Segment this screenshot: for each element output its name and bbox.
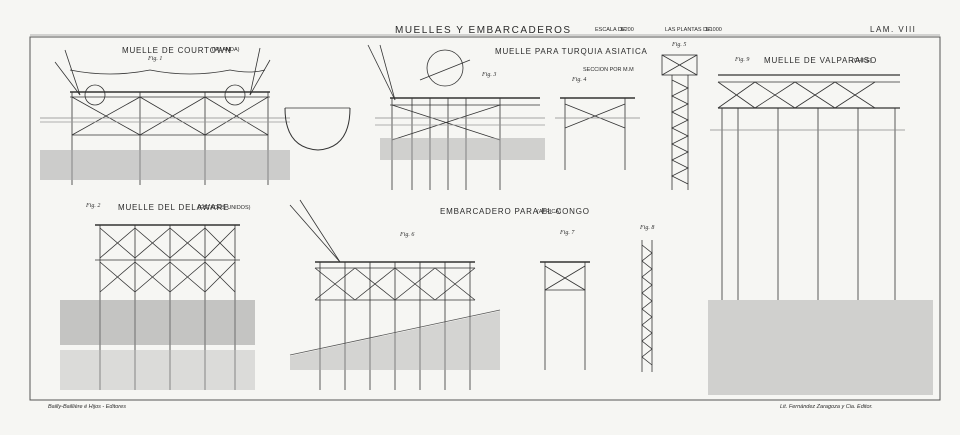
valparaiso-seabed [708, 300, 933, 395]
delaware-title: MUELLE DEL DELAWARE [118, 203, 230, 212]
courtown-fig-label: Fig. 1 [148, 56, 163, 62]
delaware-water-band [60, 300, 255, 345]
fig5-label: Fig. 5 [672, 42, 687, 48]
publisher-credit: Bailly-Baillière é Hijos - Editores [48, 404, 126, 410]
turquia-section-drawing [555, 97, 640, 170]
plate-border [29, 36, 941, 401]
turquia-pier-drawing [367, 44, 545, 190]
congo-section-fig-label: Fig. 7 [560, 230, 575, 236]
delaware-country: (ESTADOS UNIDOS) [198, 205, 251, 211]
scale-value: 1/200 [620, 27, 634, 33]
plate-title: MUELLES Y EMBARCADEROS [395, 25, 572, 36]
turquia-fig-label: Fig. 3 [482, 72, 497, 78]
turquia-title: MUELLE PARA TURQUIA ASIATICA [495, 47, 648, 56]
courtown-country: (IRLANDA) [212, 47, 240, 53]
congo-pier-drawing [289, 199, 501, 390]
delaware-seabed [60, 350, 255, 390]
plate-number: LAM. VIII [870, 25, 917, 34]
turquia-seabed [380, 138, 545, 160]
courtown-title: MUELLE DE COURTOWN [122, 46, 232, 55]
turquia-section-label: SECCION POR M.M [583, 67, 634, 73]
delaware-pier-drawing [95, 224, 240, 390]
valparaiso-fig-label: Fig. 9 [735, 57, 750, 63]
congo-country: (AFRICA) [537, 209, 561, 215]
lithographer-credit: Lit. Fernández Zaragoza y Cia. Editor. [780, 404, 873, 410]
valparaiso-country: (CHILE) [852, 58, 872, 64]
plans-label: LAS PLANTAS DE [665, 27, 711, 33]
congo-section-drawing [540, 261, 590, 370]
turquia-section-fig-label: Fig. 4 [572, 77, 587, 83]
congo-fig-label: Fig. 6 [400, 232, 415, 238]
congo-seabed [290, 311, 500, 370]
valparaiso-title: MUELLE DE VALPARAISO [764, 56, 878, 65]
congo-column-drawing [641, 240, 653, 372]
congo-column-fig-label: Fig. 8 [640, 225, 655, 231]
delaware-fig-label: Fig. 2 [86, 203, 101, 209]
valparaiso-pier-drawing [710, 74, 905, 300]
scale-label: ESCALA DE [595, 27, 626, 33]
courtown-seabed [40, 150, 290, 180]
fig5-tower-drawing [661, 54, 698, 190]
congo-title: EMBARCADERO PARA EL CONGO [440, 207, 590, 216]
plans-value: 1/1000 [705, 27, 722, 33]
